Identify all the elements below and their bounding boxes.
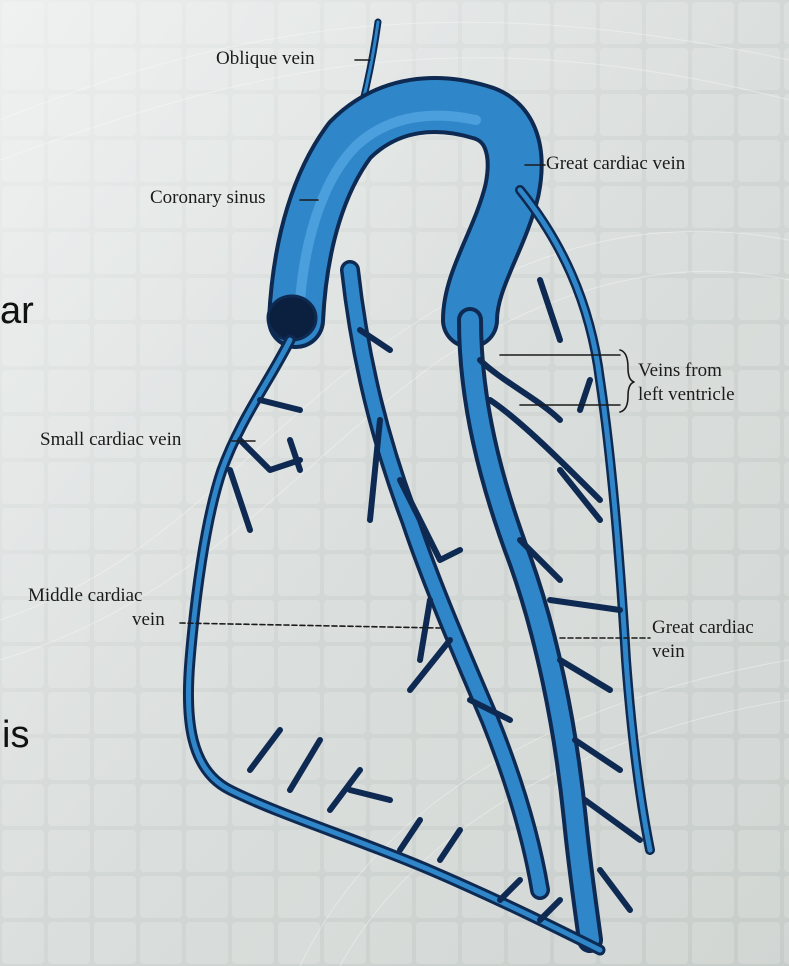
label-middle-cardiac-vein-line1: Middle cardiac (28, 585, 142, 606)
label-middle-cardiac-vein-line2: vein (132, 609, 165, 630)
sinus-opening (268, 296, 316, 340)
label-great-cardiac-vein-bottom-line1: Great cardiac (652, 617, 754, 638)
label-great-cardiac-vein-top: Great cardiac vein (546, 153, 685, 174)
label-small-cardiac-vein: Small cardiac vein (40, 429, 181, 450)
label-veins-from-left-ventricle-line2: left ventricle (638, 384, 735, 405)
label-coronary-sinus: Coronary sinus (150, 187, 266, 208)
label-oblique-vein: Oblique vein (216, 48, 315, 69)
label-great-cardiac-vein-bottom-line2: vein (652, 641, 685, 662)
label-veins-from-left-ventricle-line1: Veins from (638, 360, 722, 381)
